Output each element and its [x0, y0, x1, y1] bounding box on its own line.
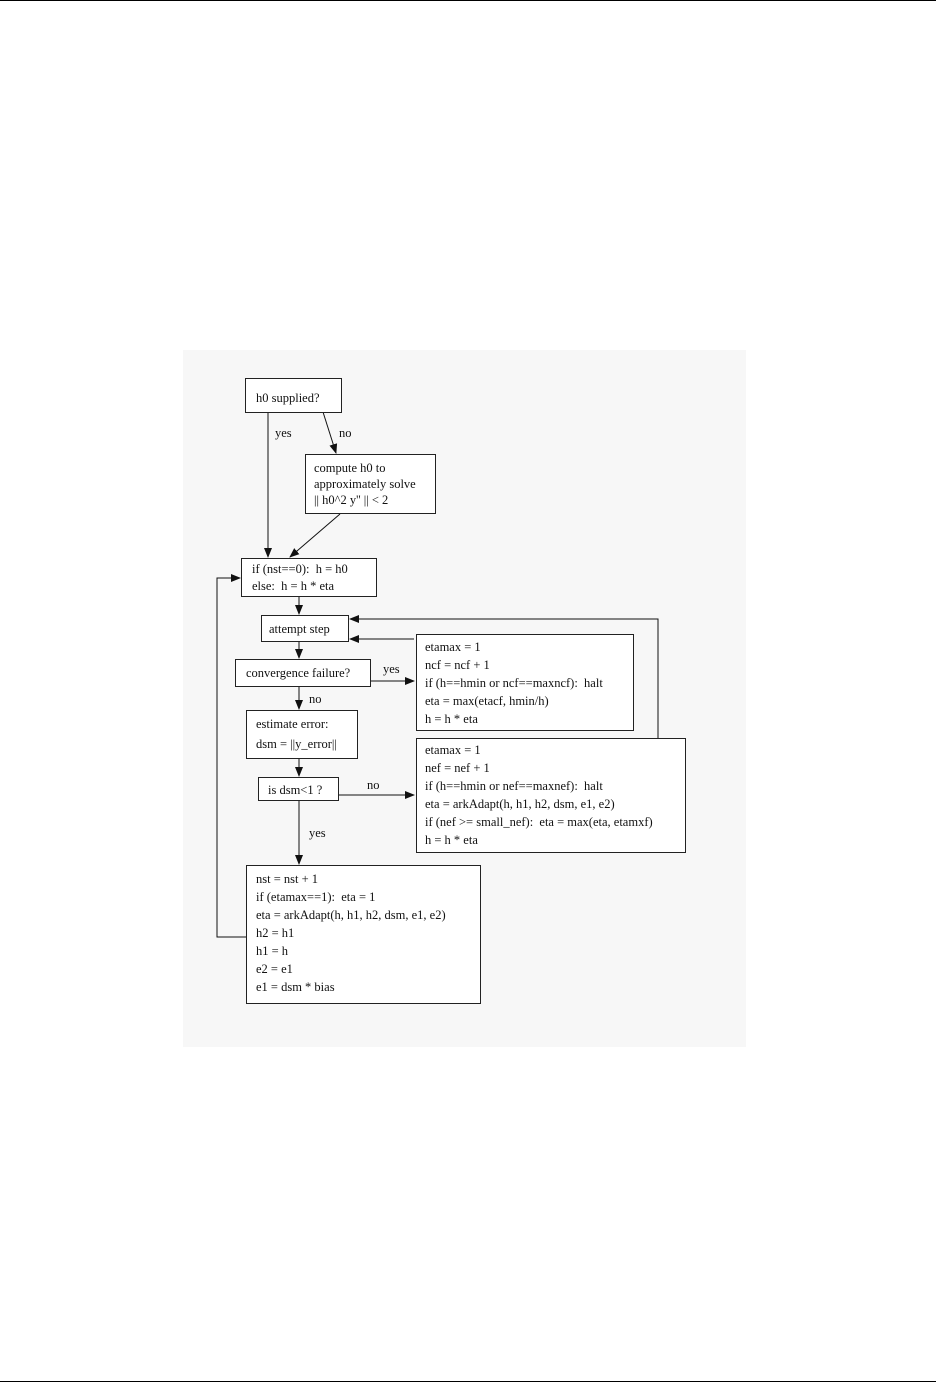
label-dsm-yes: yes: [309, 826, 326, 840]
arrow-compute-to-init: [289, 513, 341, 558]
arrow-errfail-back: [349, 615, 659, 738]
conv-fail-line: ncf = ncf + 1: [425, 658, 490, 672]
success-line: e1 = dsm * bias: [256, 980, 335, 994]
node-estimate-error: estimate error: dsm = ||y_error||: [246, 710, 358, 759]
label-conv-no: no: [309, 692, 322, 706]
node-init-h: if (nst==0): h = h0 else: h = h * eta: [241, 558, 377, 597]
estimate-error-line: estimate error:: [256, 717, 329, 731]
node-convergence-failure: convergence failure?: [235, 659, 371, 687]
node-err-fail-action: etamax = 1 nef = nef + 1 if (h==hmin or …: [416, 738, 686, 853]
init-h-line: if (nst==0): h = h0: [252, 562, 348, 576]
err-fail-line: h = h * eta: [425, 833, 478, 847]
conv-fail-line: eta = max(etacf, hmin/h): [425, 694, 549, 708]
node-success-action: nst = nst + 1 if (etamax==1): eta = 1 et…: [246, 865, 481, 1004]
success-line: if (etamax==1): eta = 1: [256, 890, 376, 904]
label-h0-no: no: [339, 426, 352, 440]
estimate-error-line: dsm = ||y_error||: [256, 737, 337, 751]
node-h0-supplied: h0 supplied?: [245, 378, 342, 413]
compute-h0-line: compute h0 to: [314, 461, 386, 475]
err-fail-line: etamax = 1: [425, 743, 481, 757]
err-fail-line: nef = nef + 1: [425, 761, 490, 775]
success-line: h2 = h1: [256, 926, 295, 940]
arrow-success-loop: [216, 574, 246, 938]
page-top-rule: [0, 0, 936, 1]
node-conv-fail-action: etamax = 1 ncf = ncf + 1 if (h==hmin or …: [416, 634, 634, 731]
err-fail-line: if (h==hmin or nef==maxnef): halt: [425, 779, 603, 793]
node-attempt-step: attempt step: [261, 615, 349, 642]
node-dsm-test: is dsm<1 ?: [258, 777, 339, 801]
init-h-line: else: h = h * eta: [252, 579, 335, 593]
conv-fail-line: if (h==hmin or ncf==maxncf): halt: [425, 676, 603, 690]
err-fail-line: if (nef >= small_nef): eta = max(eta, et…: [425, 815, 653, 829]
conv-fail-line: h = h * eta: [425, 712, 478, 726]
label-h0-yes: yes: [275, 426, 292, 440]
label-conv-yes: yes: [383, 662, 400, 676]
conv-fail-line: etamax = 1: [425, 640, 481, 654]
err-fail-line: eta = arkAdapt(h, h1, h2, dsm, e1, e2): [425, 797, 615, 811]
compute-h0-line: approximately solve: [314, 477, 416, 491]
success-line: eta = arkAdapt(h, h1, h2, dsm, e1, e2): [256, 908, 446, 922]
compute-h0-line: || h0^2 y'' || < 2: [314, 493, 389, 507]
success-line: h1 = h: [256, 944, 289, 958]
label-dsm-no: no: [367, 778, 380, 792]
success-line: nst = nst + 1: [256, 872, 319, 886]
node-compute-h0: compute h0 to approximately solve || h0^…: [305, 454, 436, 514]
arrow-h0-no: [322, 411, 338, 454]
success-line: e2 = e1: [256, 962, 293, 976]
